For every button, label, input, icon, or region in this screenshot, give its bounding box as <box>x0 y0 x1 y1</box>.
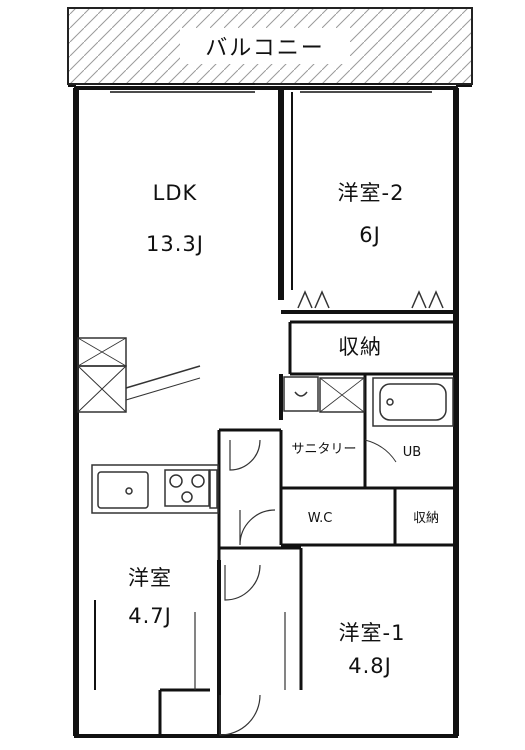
toilet-label: W.C <box>308 511 333 526</box>
outer-walls <box>68 83 472 738</box>
balcony: バルコニー <box>67 7 473 85</box>
ldk-fixtures <box>77 337 201 413</box>
ldk-name: LDK <box>153 181 198 205</box>
sanitary-fixtures <box>283 376 454 463</box>
closet-doors <box>297 290 444 309</box>
bedroom-small-name: 洋室 <box>128 566 172 590</box>
ldk-size: 13.3J <box>146 232 204 256</box>
sanitary-label: サニタリー <box>291 442 356 457</box>
balcony-label: バルコニー <box>205 36 325 61</box>
bedroom-small-size: 4.7J <box>128 604 172 628</box>
bedroom2-size: 6J <box>359 223 381 247</box>
closet-small-label: 収納 <box>413 511 439 526</box>
unit-bath-label: UB <box>403 445 421 460</box>
kitchen <box>91 464 219 514</box>
doors <box>194 439 286 736</box>
closet-main-label: 収納 <box>338 335 382 359</box>
interior-walls <box>94 88 456 736</box>
bedroom1-size: 4.8J <box>348 654 392 678</box>
bedroom2-name: 洋室-2 <box>338 181 405 205</box>
bedroom1-name: 洋室-1 <box>339 621 406 645</box>
